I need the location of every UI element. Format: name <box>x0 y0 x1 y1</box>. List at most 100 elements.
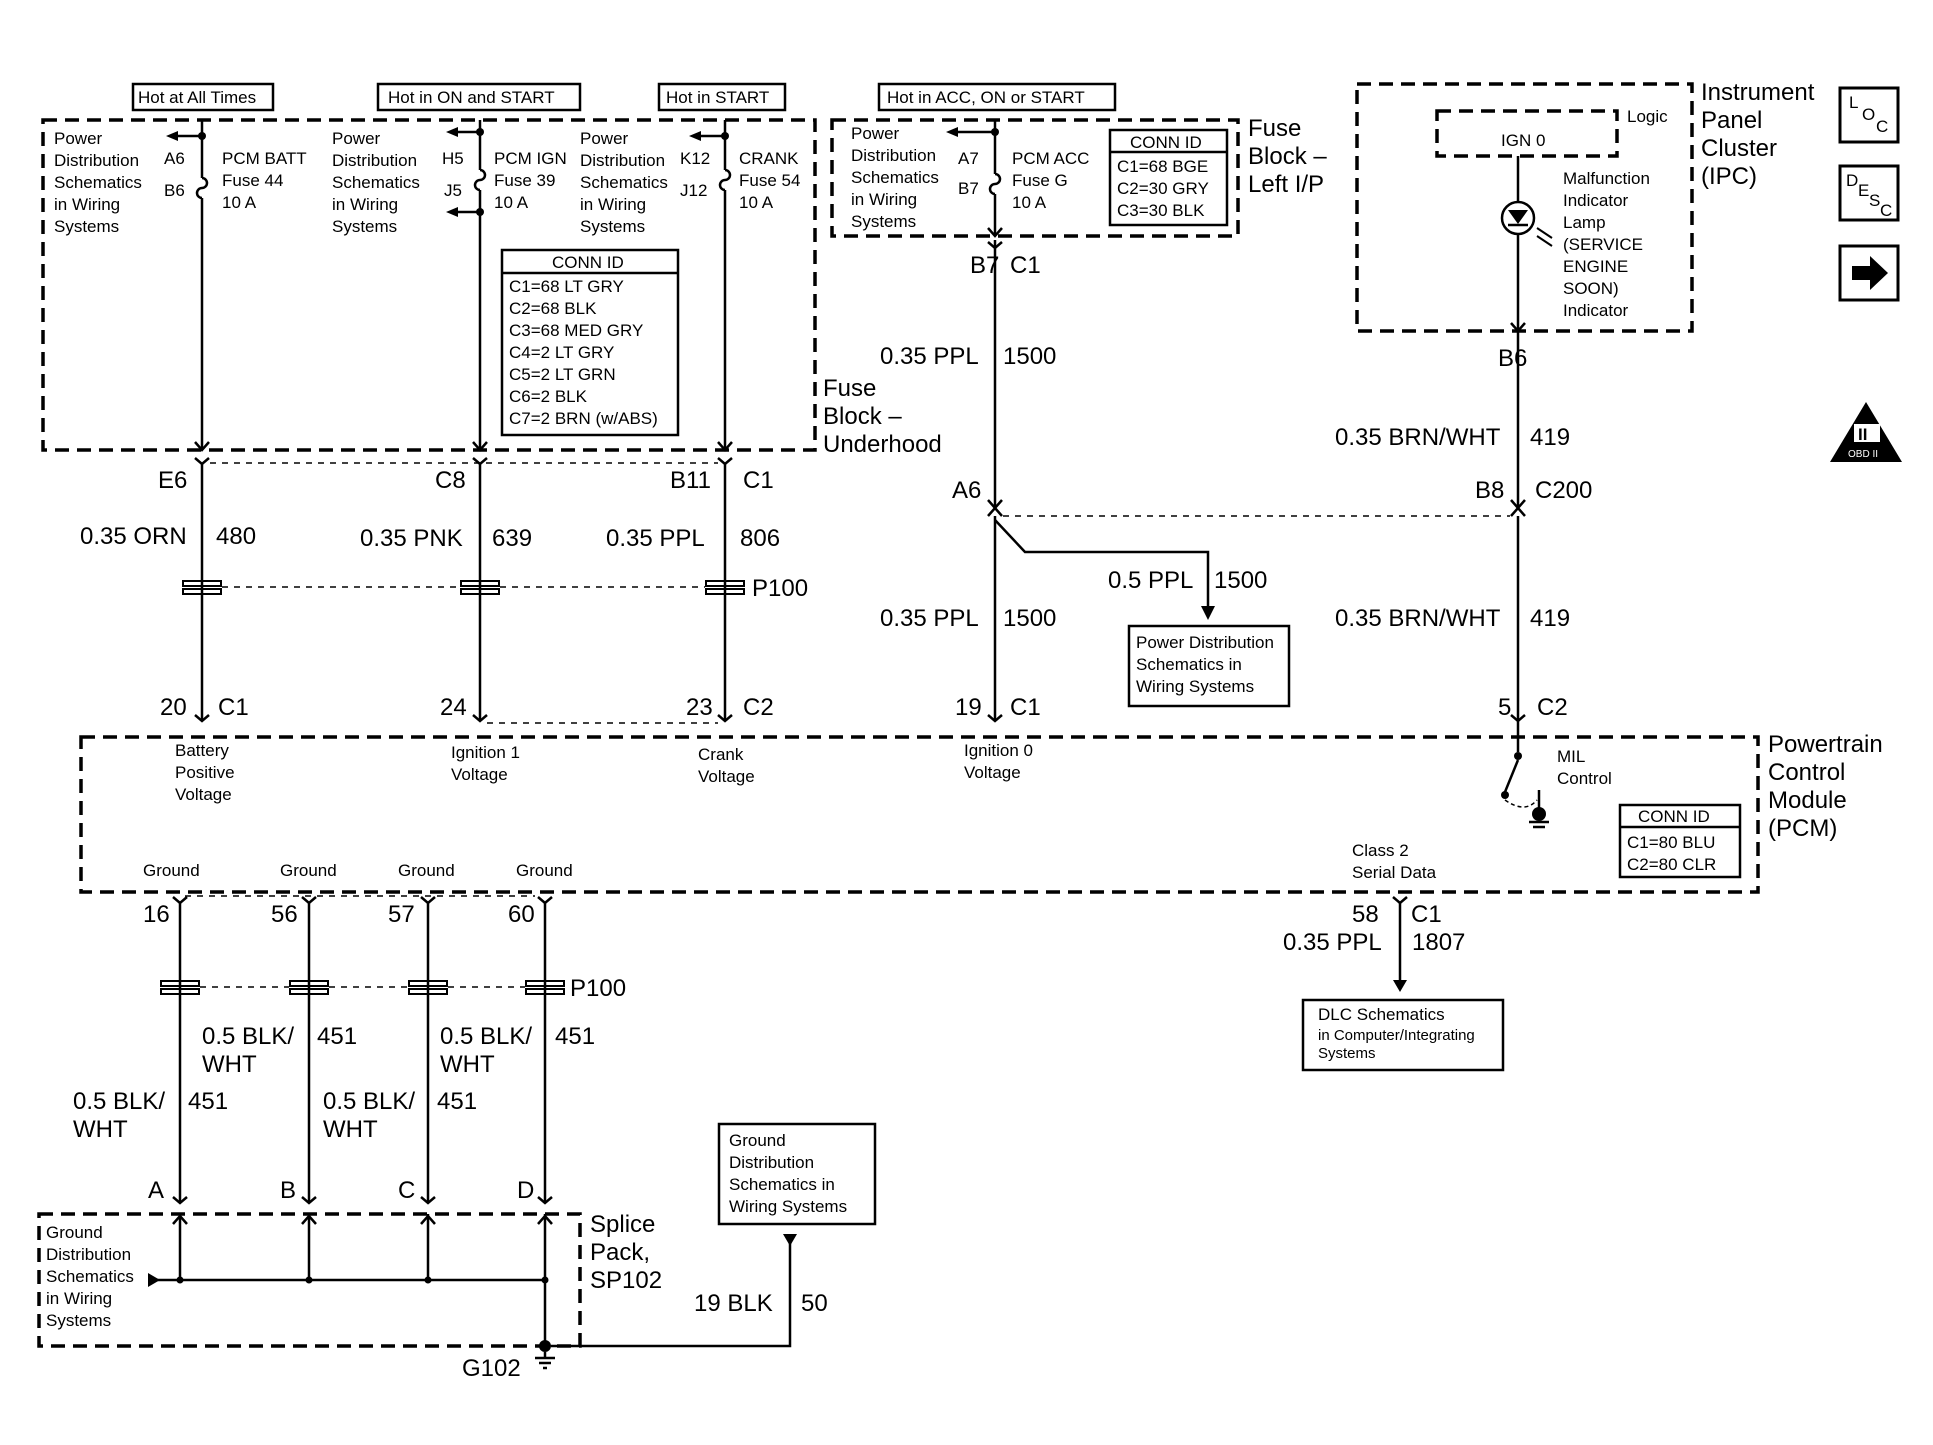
mil-control-label: MIL Control <box>1557 747 1612 788</box>
svg-text:Distribution: Distribution <box>851 146 936 165</box>
fuse-block-underhood <box>41 118 817 452</box>
svg-text:C5=2 LT GRN: C5=2 LT GRN <box>509 365 616 384</box>
svg-text:10 A: 10 A <box>222 193 257 212</box>
svg-text:60: 60 <box>508 901 535 928</box>
svg-text:C1: C1 <box>1411 901 1442 928</box>
svg-text:CONN ID: CONN ID <box>1130 133 1202 152</box>
power-dist-text-4: Power Distribution Schematics in Wiring … <box>851 124 939 231</box>
svg-text:Battery: Battery <box>175 741 229 760</box>
svg-text:Indicator: Indicator <box>1563 191 1629 210</box>
svg-text:1500: 1500 <box>1003 605 1056 632</box>
svg-text:0.35 PNK: 0.35 PNK <box>360 525 463 552</box>
svg-text:C1: C1 <box>1010 694 1041 721</box>
svg-text:C1=68 BGE: C1=68 BGE <box>1117 157 1208 176</box>
svg-text:B7: B7 <box>970 252 999 279</box>
dlc-ref-box[interactable]: DLC Schematics in Computer/Integrating S… <box>1301 998 1505 1072</box>
svg-text:0.5 BLK/: 0.5 BLK/ <box>440 1023 532 1050</box>
svg-text:1500: 1500 <box>1003 343 1056 370</box>
svg-text:C2: C2 <box>743 694 774 721</box>
power-dist-text-3: Power Distribution Schematics in Wiring … <box>580 129 668 236</box>
conn-id-left-ip: CONN ID C1=68 BGE C2=30 GRY C3=30 BLK <box>1108 128 1229 227</box>
svg-text:Powertrain: Powertrain <box>1768 731 1883 758</box>
svg-text:G102: G102 <box>462 1355 521 1382</box>
svg-text:DLC Schematics: DLC Schematics <box>1318 1005 1445 1024</box>
splice-pack-label: Splice Pack, SP102 <box>590 1211 662 1294</box>
mil-lamp-icon <box>1500 156 1553 333</box>
svg-text:Schematics: Schematics <box>580 173 668 192</box>
svg-text:in Wiring: in Wiring <box>46 1289 112 1308</box>
svg-text:0.35 PPL: 0.35 PPL <box>880 605 979 632</box>
svg-text:419: 419 <box>1530 605 1570 632</box>
power-dist-ref-box[interactable]: Power Distribution Schematics in Wiring … <box>1127 624 1291 708</box>
svg-text:C: C <box>398 1177 415 1204</box>
wire-labels-ppl806: 0.35 PPL 806 <box>606 525 780 552</box>
svg-text:Voltage: Voltage <box>175 785 232 804</box>
svg-text:Voltage: Voltage <box>698 767 755 786</box>
ground-wire-a <box>172 896 188 1205</box>
svg-text:Hot in START: Hot in START <box>666 88 769 107</box>
svg-text:D: D <box>1846 171 1858 190</box>
svg-text:A6: A6 <box>164 149 185 168</box>
svg-text:0.5 BLK/: 0.5 BLK/ <box>73 1088 165 1115</box>
class2-label: Class 2 Serial Data <box>1352 841 1437 882</box>
svg-text:Instrument: Instrument <box>1701 79 1815 106</box>
svg-text:0.35 PPL: 0.35 PPL <box>1283 929 1382 956</box>
svg-text:Systems: Systems <box>1318 1045 1376 1062</box>
svg-text:Systems: Systems <box>580 217 645 236</box>
conn-id-pcm: CONN ID C1=80 BLU C2=80 CLR <box>1618 803 1742 879</box>
svg-text:Distribution: Distribution <box>729 1153 814 1172</box>
svg-text:Distribution: Distribution <box>332 151 417 170</box>
fuse-54: K12 J12 CRANK Fuse 54 10 A <box>680 120 800 452</box>
svg-text:in Wiring: in Wiring <box>332 195 398 214</box>
ipc-box <box>1355 82 1694 333</box>
svg-text:Distribution: Distribution <box>580 151 665 170</box>
svg-text:B8: B8 <box>1475 477 1504 504</box>
splice-pin-labels: A B C D <box>148 1177 534 1204</box>
svg-text:Power: Power <box>851 124 900 143</box>
svg-text:C1: C1 <box>1010 252 1041 279</box>
svg-text:Ground: Ground <box>280 861 337 880</box>
pcm-input-ign0: Ignition 0 Voltage <box>964 741 1033 782</box>
fuse-block-left-label: Fuse Block – Left I/P <box>1248 115 1327 198</box>
svg-text:451: 451 <box>555 1023 595 1050</box>
svg-text:B11: B11 <box>670 467 711 494</box>
svg-text:Schematics: Schematics <box>46 1267 134 1286</box>
svg-text:WHT: WHT <box>202 1051 257 1078</box>
svg-text:Power Distribution: Power Distribution <box>1136 633 1274 652</box>
svg-text:SOON): SOON) <box>1563 279 1619 298</box>
ground-wire-b <box>301 896 317 1205</box>
ground-dist-ref-a[interactable]: Ground Distribution Schematics in Wiring… <box>717 1122 877 1226</box>
loc-icon[interactable]: L O C <box>1838 86 1900 144</box>
svg-text:J5: J5 <box>444 181 462 200</box>
desc-icon[interactable]: D E S C <box>1838 164 1900 222</box>
pcm-box <box>79 735 1760 894</box>
g102-ground-icon: G102 <box>462 1340 555 1382</box>
svg-text:Systems: Systems <box>54 217 119 236</box>
svg-text:20: 20 <box>160 694 187 721</box>
svg-text:Ground: Ground <box>143 861 200 880</box>
ground-dist-ref-b: Ground Distribution Schematics in Wiring… <box>46 1223 134 1330</box>
svg-text:Ignition 1: Ignition 1 <box>451 743 520 762</box>
svg-text:A6: A6 <box>952 477 981 504</box>
fuse-39: H5 J5 PCM IGN Fuse 39 10 A <box>442 120 567 452</box>
hot-at-all-times-label: Hot at All Times <box>131 82 275 112</box>
svg-text:806: 806 <box>740 525 780 552</box>
ground-wire-d <box>537 896 553 1205</box>
svg-text:II: II <box>1858 425 1867 444</box>
svg-text:Block –: Block – <box>823 403 902 430</box>
svg-text:(IPC): (IPC) <box>1701 163 1757 190</box>
power-dist-text-2: Power Distribution Schematics in Wiring … <box>332 129 420 236</box>
svg-text:Voltage: Voltage <box>964 763 1021 782</box>
svg-text:Malfunction: Malfunction <box>1563 169 1650 188</box>
svg-text:639: 639 <box>492 525 532 552</box>
power-dist-text-1: Power Distribution Schematics in Wiring … <box>54 129 142 236</box>
svg-text:WHT: WHT <box>323 1116 378 1143</box>
svg-text:Control: Control <box>1768 759 1845 786</box>
wire-labels-pnk: 0.35 PNK 639 <box>360 525 532 552</box>
svg-text:D: D <box>517 1177 534 1204</box>
svg-text:A7: A7 <box>958 149 979 168</box>
svg-text:1500: 1500 <box>1214 567 1267 594</box>
wire-1807: 0.35 PPL 1807 <box>1283 896 1465 992</box>
next-arrow-icon[interactable] <box>1838 244 1900 302</box>
pcm-label: Powertrain Control Module (PCM) <box>1768 731 1883 842</box>
